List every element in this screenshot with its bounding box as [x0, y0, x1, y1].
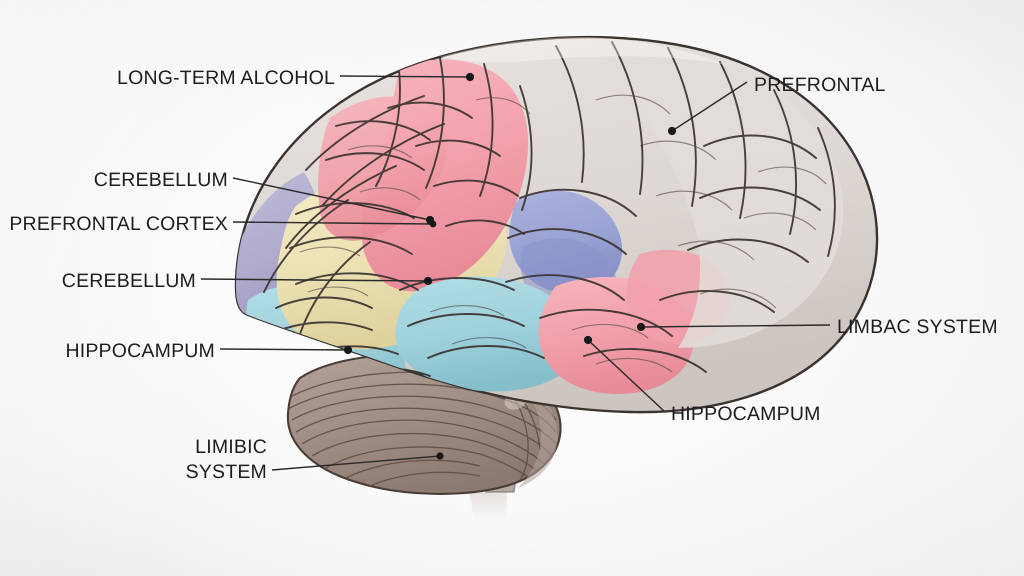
label-limibic-system: LIMIBIC SYSTEM [185, 436, 267, 483]
leader-cerebellum-upper [232, 177, 431, 221]
label-prefrontal-cortex: PREFRONTAL CORTEX [9, 213, 228, 235]
leader-dot-hippocampum-left [343, 345, 353, 355]
leader-lines [200, 75, 831, 471]
leader-hippocampum-right [587, 339, 665, 412]
leader-dot-prefrontal-cortex [429, 220, 437, 228]
leader-dot-hippocampum-right [583, 335, 593, 345]
leader-prefrontal-cortex [232, 221, 434, 225]
leader-cerebellum-lower [200, 278, 429, 282]
label-long-term-alcohol: LONG-TERM ALCOHOL [117, 67, 335, 89]
label-limbac-system: LIMBAC SYSTEM [837, 316, 998, 338]
leader-dot-cerebellum-lower [423, 276, 433, 286]
leader-limibic-system [271, 455, 441, 471]
leader-dots [343, 72, 677, 460]
leader-limbac-system [640, 324, 831, 328]
cerebrum [234, 35, 879, 414]
leader-prefrontal-right [671, 81, 748, 132]
label-prefrontal-right: PREFRONTAL [754, 74, 886, 96]
leader-dot-prefrontal-right [667, 126, 677, 136]
leader-dot-limibic-system [436, 452, 444, 460]
leader-dot-long-term-alcohol [465, 72, 475, 82]
leader-long-term-alcohol [339, 75, 471, 78]
leader-hippocampum-left [219, 348, 349, 351]
label-cerebellum-lower: CEREBELLUM [61, 270, 196, 292]
label-cerebellum-upper: CEREBELLUM [93, 169, 228, 191]
label-hippocampum-right: HIPPOCAMPUM [671, 403, 821, 425]
leader-dot-limbac-system [636, 322, 646, 332]
label-hippocampum-left: HIPPOCAMPUM [65, 340, 215, 362]
